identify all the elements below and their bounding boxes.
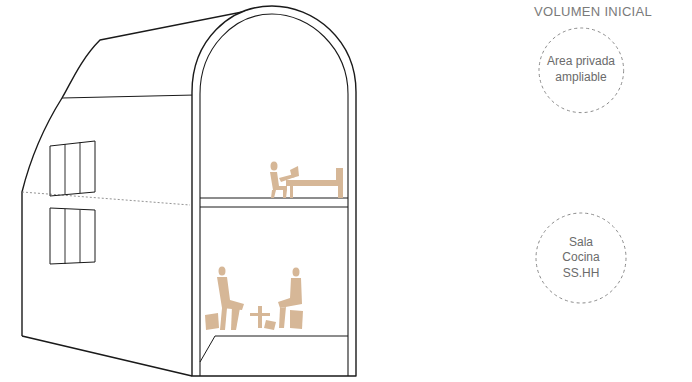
dashed-circle (536, 213, 626, 303)
diagram-title: VOLUMEN INICIAL (534, 4, 652, 19)
node-label: Sala Cocina SS.HH (551, 235, 611, 282)
node-text-group: Sala Cocina SS.HH (551, 235, 611, 282)
node-text-group: Area privada ampliable (546, 54, 616, 85)
node-label: Area privada ampliable (546, 54, 616, 85)
dashed-circle-node: Sala Cocina SS.HH (535, 212, 627, 304)
dashed-circle (539, 28, 624, 113)
dashed-circle-node: Area privada ampliable (538, 27, 625, 114)
